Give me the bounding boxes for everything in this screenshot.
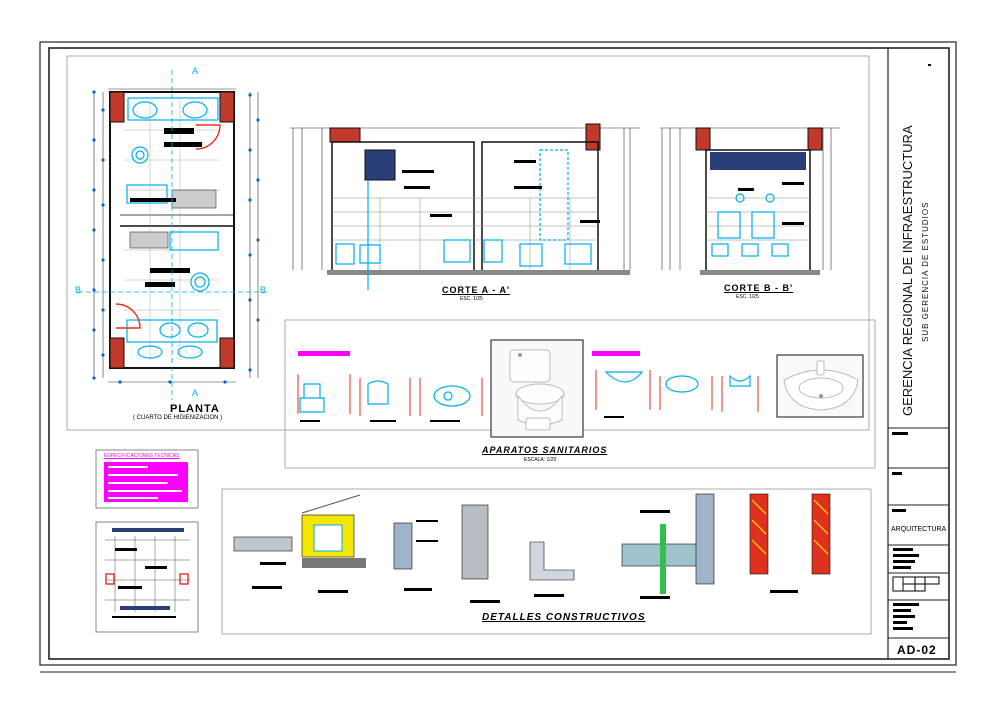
outer-frame (39, 41, 957, 666)
section-a-scale: ESC. 1/25 (460, 296, 483, 302)
org-sub: SUB GERENCIA DE ESTUDIOS (921, 202, 930, 342)
details-title: DETALLES CONSTRUCTIVOS (482, 612, 646, 623)
inner-frame (48, 47, 950, 660)
section-b-drawing (660, 127, 840, 275)
title-block (887, 48, 949, 659)
org-line-2: SUB GERENCIA DE ESTUDIOS (921, 201, 930, 342)
sheet-code: AD-02 (897, 643, 937, 657)
specs-box (95, 449, 199, 509)
org-name: GERENCIA REGIONAL DE INFRAESTRUCTURA (900, 125, 915, 416)
tile-grid-plan (95, 521, 199, 633)
fixtures-drawings (297, 339, 864, 438)
fixtures-scale: ESCALA: 1/20 (524, 457, 557, 463)
plan-cut-a-top: A (192, 66, 199, 76)
plan-title: PLANTA (170, 403, 220, 415)
plan-cut-b-left: B (75, 285, 82, 295)
plan-cut-b-right: B (260, 285, 267, 295)
section-b-title: CORTE B - B' (724, 283, 794, 293)
fixtures-frame (284, 319, 876, 469)
org-line-1: GERENCIA REGIONAL DE INFRAESTRUCTURA (900, 125, 915, 416)
discipline-label: ARQUITECTURA (891, 526, 947, 533)
specs-title: ESPECIFICACIONES TECNICAS (104, 453, 180, 459)
construction-details (233, 493, 831, 603)
section-a-drawing (290, 123, 640, 290)
plan-cut-a-bottom: A (192, 388, 199, 398)
plan-subtitle: ( CUARTO DE HIGIENIZACION ) (133, 415, 223, 421)
fixtures-title: APARATOS SANITARIOS (482, 445, 608, 455)
details-frame (221, 488, 872, 635)
section-a-title: CORTE A - A' (442, 285, 511, 295)
floor-plan (78, 70, 268, 400)
section-b-scale: ESC. 1/25 (736, 294, 759, 300)
